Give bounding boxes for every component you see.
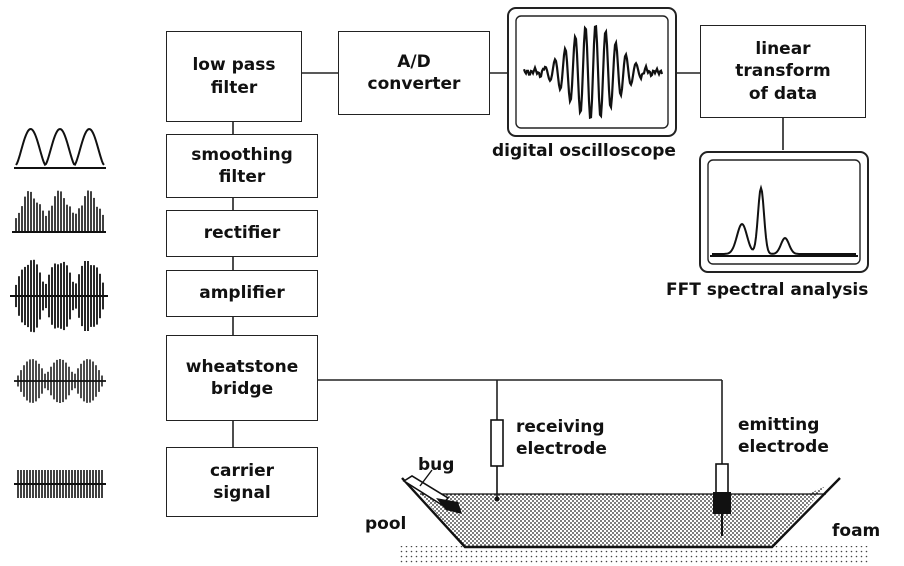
low-pass-filter-block: low pass filter xyxy=(166,31,302,122)
pool-label: pool xyxy=(365,514,407,534)
emitting-electrode-label: emitting electrode xyxy=(738,414,829,458)
fft-spectrum-trace-icon xyxy=(712,184,856,255)
ad-converter-line-2: converter xyxy=(367,74,461,94)
low-pass-filter-line-1: low pass xyxy=(192,55,276,76)
carrier-signal-line-1: carrier xyxy=(209,460,275,481)
amplified-modulated-wave-icon xyxy=(10,259,108,333)
linear-transform-line-2: transform xyxy=(735,61,831,82)
foam-label: foam xyxy=(832,521,881,541)
smoothing-filter-block: smoothing filter xyxy=(166,134,318,198)
wheatstone-bridge-line-1: wheatstone xyxy=(185,356,299,377)
ad-converter-block: A/D converter xyxy=(338,31,490,115)
modulated-carrier-wave-icon xyxy=(14,359,106,403)
fft-screen xyxy=(699,151,869,273)
waveform-column xyxy=(10,127,108,498)
digital-oscilloscope-label: digital oscilloscope xyxy=(492,141,676,161)
rectifier-label: rectifier xyxy=(203,223,281,244)
rectified-pulse-wave-icon xyxy=(12,190,106,233)
pool-illustration xyxy=(400,419,870,564)
wheatstone-bridge-line-2: bridge xyxy=(210,379,274,399)
emitting-electrode-line-2: electrode xyxy=(738,437,829,458)
carrier-wave-icon xyxy=(14,470,106,498)
linear-transform-block: linear transform of data xyxy=(700,25,866,118)
chain-connectors xyxy=(232,72,784,464)
receiving-electrode-icon xyxy=(490,419,504,502)
fft-spectral-analysis-label: FFT spectral analysis xyxy=(666,280,869,300)
receiving-electrode-line-1: receiving xyxy=(516,417,605,437)
carrier-signal-block: carrier signal xyxy=(166,447,318,517)
carrier-signal-line-2: signal xyxy=(213,483,271,503)
pool-walls xyxy=(401,477,841,549)
smoothing-filter-line-1: smoothing xyxy=(191,144,293,165)
linear-transform-line-3: of data xyxy=(748,83,818,104)
amplifier-block: amplifier xyxy=(166,270,318,317)
emitting-electrode-icon xyxy=(713,463,731,536)
bug-icon xyxy=(402,469,462,514)
foam-base xyxy=(400,546,870,564)
rectifier-block: rectifier xyxy=(166,210,318,257)
ad-converter-line-1: A/D xyxy=(397,51,431,72)
oscilloscope-screen xyxy=(507,7,677,137)
linear-transform-line-1: linear xyxy=(755,39,811,60)
rectified-smoothed-wave-icon xyxy=(14,127,106,169)
low-pass-filter-line-2: filter xyxy=(210,77,258,98)
receiving-electrode-label: receiving electrode xyxy=(516,416,607,460)
smoothing-filter-line-2: filter xyxy=(218,167,266,187)
receiving-electrode-line-2: electrode xyxy=(516,439,607,460)
amplifier-label: amplifier xyxy=(199,283,285,304)
wheatstone-bridge-block: wheatstone bridge xyxy=(166,335,318,421)
pool-water xyxy=(420,486,826,547)
emitting-electrode-line-1: emitting xyxy=(738,415,820,435)
oscilloscope-trace-icon xyxy=(522,24,664,120)
bug-label: bug xyxy=(418,455,455,475)
